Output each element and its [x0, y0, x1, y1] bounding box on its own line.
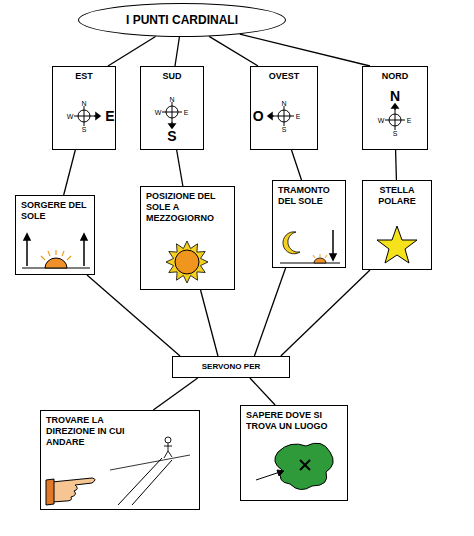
compass-letter: S: [393, 130, 398, 137]
box-text: SUD: [145, 71, 199, 82]
box-text: SERVONO PER: [176, 362, 286, 372]
sunrise-picture: [22, 234, 90, 268]
connector-line: [87, 275, 180, 356]
connector-line: [254, 268, 285, 356]
compass-letter: S: [82, 126, 87, 133]
box-text: STELLA POLARE: [367, 185, 427, 207]
pole-star: [377, 226, 417, 263]
compass-symbols: [74, 102, 405, 130]
sunset-picture: [280, 230, 340, 263]
connector-line: [201, 290, 218, 356]
hub-box: SERVONO PER: [172, 356, 290, 378]
connector-line: [177, 150, 183, 186]
compass-letter: E: [407, 117, 412, 124]
clue-box: TRAMONTO DEL SOLE: [272, 180, 346, 268]
pointing-hand-picture: [46, 437, 190, 505]
compass-letter: N: [281, 100, 286, 107]
box-text: NORD: [367, 71, 423, 82]
compass-letter: E: [296, 113, 301, 120]
compass-letter: W: [155, 109, 162, 116]
title-oval: I PUNTI CARDINALI: [78, 3, 286, 37]
box-text: OVEST: [255, 71, 313, 82]
compass-letter: W: [378, 117, 385, 124]
box-text: SORGERE DEL SOLE: [21, 200, 91, 222]
box-text: I PUNTI CARDINALI: [82, 13, 282, 27]
purpose-box: SAPERE DOVE SI TROVA UN LUOGO: [240, 405, 348, 501]
box-text: EST: [57, 71, 111, 82]
map-picture: [256, 443, 333, 489]
clue-box: STELLA POLARE: [362, 180, 432, 270]
direction-box: OVEST: [250, 66, 318, 150]
compass-letter: S: [167, 129, 176, 143]
connector-line: [153, 378, 197, 410]
connector-line: [240, 34, 370, 66]
clue-box: POSIZIONE DEL SOLE A MEZZOGIORNO: [140, 186, 235, 290]
connector-line: [209, 36, 258, 66]
connector-line: [64, 150, 76, 195]
compass-letter: O: [253, 109, 264, 123]
direction-box: NORD: [362, 66, 428, 150]
connector-line: [292, 150, 302, 180]
compass-letter: E: [184, 109, 189, 116]
box-text: TRAMONTO DEL SOLE: [278, 185, 342, 207]
compass-letter: S: [282, 126, 287, 133]
box-text: POSIZIONE DEL SOLE A MEZZOGIORNO: [146, 191, 231, 223]
compass-letter: W: [67, 113, 74, 120]
connector-line: [395, 150, 397, 180]
box-text: TROVARE LA DIREZIONE IN CUI ANDARE: [46, 415, 130, 447]
compass-letter: N: [169, 96, 174, 103]
purpose-box: TROVARE LA DIREZIONE IN CUI ANDARE: [40, 410, 200, 510]
connector-line: [250, 378, 275, 405]
connector-line: [281, 270, 370, 356]
connector-line: [108, 36, 156, 66]
direction-box: EST: [52, 66, 116, 150]
compass-letter: N: [390, 89, 400, 103]
connector-line: [175, 37, 179, 66]
box-text: SAPERE DOVE SI TROVA UN LUOGO: [246, 410, 336, 432]
noon-sun-picture: [166, 241, 208, 283]
compass-letter: E: [105, 109, 114, 123]
compass-letter: N: [81, 100, 86, 107]
clue-box: SORGERE DEL SOLE: [15, 195, 95, 275]
